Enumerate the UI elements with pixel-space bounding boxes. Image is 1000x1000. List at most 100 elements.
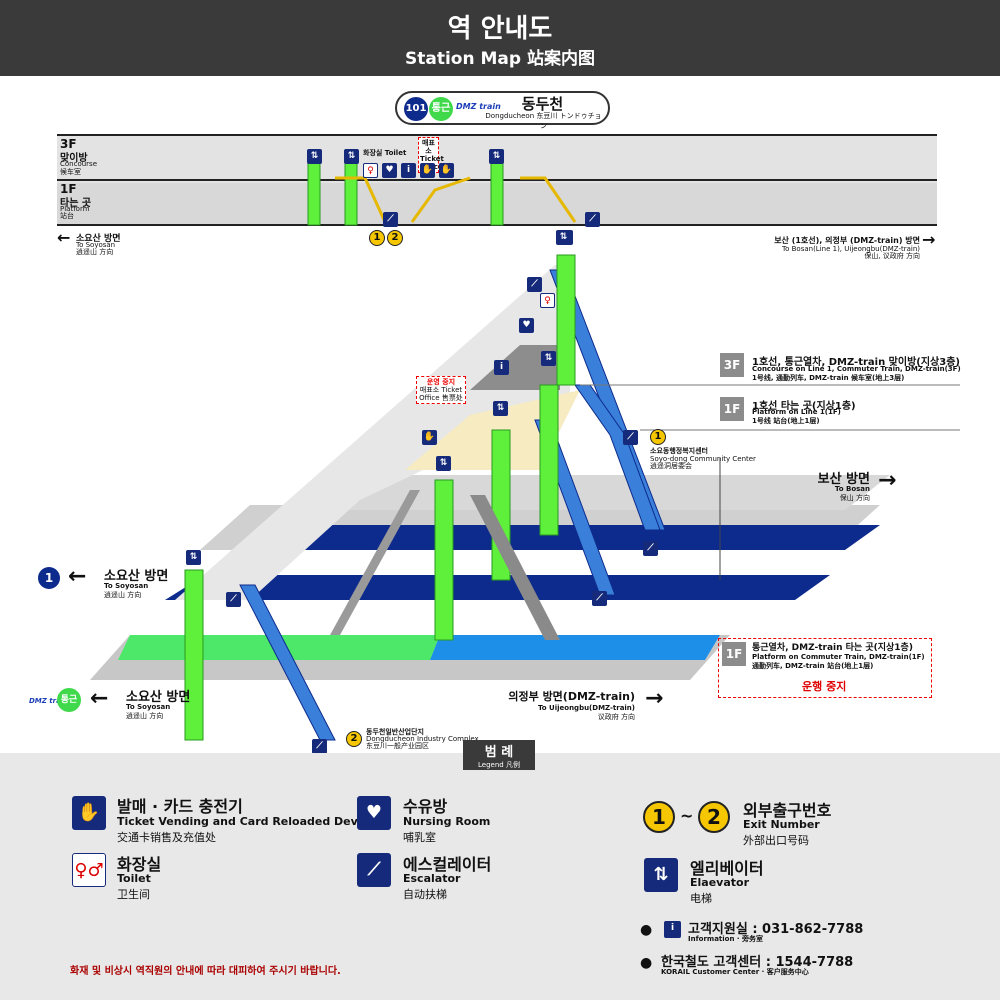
info-1f2-en: Platform on Commuter Train, DMZ-train(1F… <box>752 653 925 661</box>
legend-panel <box>0 753 1000 1000</box>
toilet-icon: ♀ <box>363 163 378 178</box>
section-left-dir-en: To Soyosan <box>76 241 116 249</box>
line1-badge: 1 <box>38 567 60 589</box>
legend-escalator-cn: 自动扶梯 <box>403 888 447 901</box>
info-icon: i <box>401 163 416 178</box>
legend-toilet-en: Toilet <box>117 872 151 885</box>
section-1f-cn: 站台 <box>60 212 74 220</box>
legend-elevator-cn: 电梯 <box>690 892 712 905</box>
legend-nursing-en: Nursing Room <box>403 815 491 828</box>
isometric-station <box>90 254 960 741</box>
section-3f-en: Concourse <box>60 160 98 168</box>
left-arrow-icon: ← <box>57 228 71 247</box>
ticket-machine-icon: ✋ <box>72 796 106 830</box>
bosan-dir-en: To Bosan <box>834 485 870 493</box>
elevator-shaft-4 <box>434 479 454 641</box>
ticket-machine-icon: ✋ <box>422 430 437 445</box>
escalator-icon: ⟋ <box>383 212 398 227</box>
ticket-machine-icon: ✋ <box>420 163 435 178</box>
track-line1-mid <box>165 575 830 600</box>
info-3f-en: Concourse on Line 1, Commuter Train, DMZ… <box>752 365 961 373</box>
section-escalator-3 <box>520 176 577 223</box>
exit2-cn: 东豆川一般产业园区 <box>366 742 429 750</box>
bosan-dir-ko: 보산 방면 <box>817 472 870 487</box>
soyo2-dir-cn: 逍遥山 方向 <box>126 712 164 720</box>
section-escalator-2 <box>410 176 471 223</box>
header-bar: 역 안내도 Station Map 站案内图 <box>0 0 1000 76</box>
legend-exit-cn: 外部出口号码 <box>743 834 809 847</box>
commuter-badge: 통근 <box>429 97 453 121</box>
toilet-icon: ♀ <box>540 293 555 308</box>
elevator-icon: ⇅ <box>186 550 201 565</box>
soyo1-dir-ko: 소요산 방면 <box>104 569 169 584</box>
right-arrow-icon: → <box>645 686 664 711</box>
section-right-dir-ko: 보산 (1호선), 의정부 (DMZ-train) 방면 <box>774 236 920 245</box>
right-arrow-icon: → <box>878 468 897 493</box>
ticket-suspended-label: 운영 중지 <box>426 378 456 386</box>
section-diagram <box>57 134 937 226</box>
info-1f2-ko: 통근열차, DMZ-train 타는 곳(지상1층) <box>752 643 913 653</box>
station-name-sub: Dongducheon 东豆川 トンドゥチョン <box>485 112 602 130</box>
escalator-icon: ⟋ <box>592 591 607 606</box>
left-arrow-icon: ← <box>90 686 109 711</box>
emergency-notice: 화재 및 비상시 역직원의 안내에 따라 대피하여 주시기 바랍니다. <box>70 966 341 977</box>
exit1-ko: 소요동행정복지센터 <box>650 447 708 455</box>
bosan-dir-cn: 保山 方向 <box>839 494 870 502</box>
exit1-en: Soyo-dong Community Center <box>650 455 756 463</box>
nursing-icon: ♥ <box>382 163 397 178</box>
toilet-icon: ♀♂ <box>72 853 106 887</box>
legend-info-en: Information · 旁务室 <box>688 935 763 943</box>
right-arrow-icon: → <box>922 230 936 249</box>
exit-tilde: ~ <box>680 806 694 825</box>
section-right-dir-en: To Bosan(Line 1), Uijeongbu(DMZ-train) <box>782 245 920 253</box>
elevator-icon: ⇅ <box>307 149 322 164</box>
escalator-icon: ⟋ <box>226 592 241 607</box>
section-left-dir-ko: 소요산 방면 <box>76 234 121 244</box>
page-subtitle: Station Map 站案内图 <box>405 49 595 69</box>
elevator-shaft-1 <box>556 254 576 386</box>
iso-ticket-office: 운영 중지 매표소 Ticket Office 售票处 <box>416 376 466 404</box>
suspended-label: 운행 중지 <box>802 680 847 693</box>
escalator-icon: ⟋ <box>643 541 658 556</box>
legend-exit-en: Exit Number <box>743 818 820 831</box>
info-1f2-cn: 通勤列车, DMZ-train 站台(地上1层) <box>752 662 874 670</box>
uij-dir-cn: 议政府 方向 <box>597 713 635 721</box>
elevator-icon: ⇅ <box>556 230 571 245</box>
legend-info-ko: 고객지원실 : 031-862-7788 <box>688 922 864 937</box>
legend-escalator-ko: 에스컬레이터 <box>403 855 492 874</box>
stair-2 <box>470 495 560 640</box>
station-name: 동두천 <box>521 95 564 113</box>
exit2-ko: 동두천일반산업단지 <box>366 728 424 736</box>
platform-slab-far <box>280 475 890 510</box>
uij-dir-ko: 의정부 방면(DMZ-train) <box>508 690 635 703</box>
info-icon: i <box>494 360 509 375</box>
escalator-icon: ⟋ <box>585 212 600 227</box>
escalator-icon: ⟋ <box>527 277 542 292</box>
section-1f-en: Platform <box>60 205 90 213</box>
ticket-office-label: 매표소 Ticket Office 售票处 <box>419 386 463 402</box>
legend-nursing-cn: 哺乳室 <box>403 831 436 844</box>
info-icon: i <box>664 921 681 938</box>
section-elevator-1 <box>307 159 321 226</box>
exit-1-badge: 1 <box>369 230 385 246</box>
soyo1-dir-cn: 逍遥山 方向 <box>104 591 142 599</box>
section-elevator-2 <box>344 159 358 226</box>
section-1f-label: 1F <box>60 182 77 196</box>
elevator-icon: ⇅ <box>344 149 359 164</box>
section-left-dir-cn: 逍遥山 方向 <box>76 248 114 256</box>
info-1f-ko: 1호선 타는 곳(지상1층) <box>752 401 856 412</box>
uij-dir-en: To Uijeongbu(DMZ-train) <box>537 704 635 712</box>
info-3f-cn: 1号线, 通勤列车, DMZ-train 候车室(地上3层) <box>752 374 905 382</box>
exit1-cn: 逍遥洞居委会 <box>650 462 692 470</box>
legend-tab: 범 례 Legend 凡例 <box>463 740 535 770</box>
suspended-box <box>718 638 932 698</box>
ticket-machine-icon: ✋ <box>439 163 454 178</box>
dmz-logo: DMZ train <box>456 102 501 111</box>
nursing-icon: ♥ <box>519 318 534 333</box>
legend-subtitle: Legend 凡例 <box>478 761 520 769</box>
stair-1 <box>330 490 420 635</box>
escalator-icon: ⟋ <box>357 853 391 887</box>
elevator-icon: ⇅ <box>489 149 504 164</box>
elevator-icon: ⇅ <box>436 456 451 471</box>
exit-2-badge: 2 <box>698 801 730 833</box>
